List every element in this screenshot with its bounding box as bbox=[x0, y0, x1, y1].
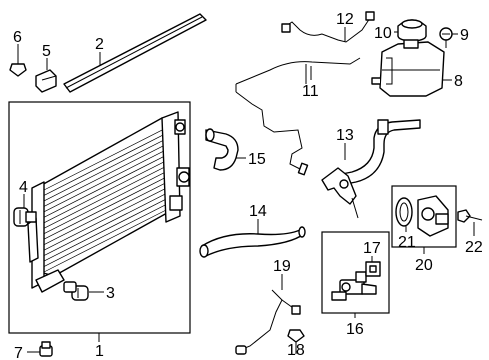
callout-14: 14 bbox=[249, 203, 267, 220]
part-8-reservoir bbox=[371, 39, 445, 97]
callout-19: 19 bbox=[273, 258, 291, 275]
callout-5: 5 bbox=[42, 43, 51, 60]
radiator-fin bbox=[43, 167, 175, 235]
radiator-fin bbox=[43, 140, 175, 207]
part-15-hose bbox=[205, 128, 239, 171]
radiator-fin bbox=[43, 151, 175, 218]
radiator-fin bbox=[43, 129, 175, 196]
radiator-fin bbox=[43, 161, 175, 229]
radiator-fin bbox=[43, 194, 175, 262]
radiator-fin bbox=[43, 156, 175, 224]
callout-6: 6 bbox=[13, 29, 22, 46]
callout-7: 7 bbox=[14, 345, 23, 360]
callout-10: 10 bbox=[374, 25, 392, 42]
callout-17: 17 bbox=[363, 240, 381, 257]
part-18-bolt bbox=[287, 329, 305, 352]
part-21-gasket bbox=[395, 197, 413, 227]
part-17-clip bbox=[365, 261, 381, 277]
part-13-hose bbox=[321, 119, 421, 219]
callout-1: 1 bbox=[95, 343, 104, 360]
callout-15: 15 bbox=[248, 151, 266, 168]
callout-9: 9 bbox=[460, 27, 469, 44]
part-2-seal-strip bbox=[63, 13, 207, 93]
radiator-fin bbox=[43, 123, 175, 191]
callout-16: 16 bbox=[346, 321, 364, 338]
part-20-housing bbox=[417, 195, 449, 237]
part-14-hose bbox=[199, 226, 306, 258]
callout-4: 4 bbox=[19, 179, 28, 196]
radiator-fin bbox=[43, 200, 175, 267]
part-9-bolt bbox=[439, 27, 453, 48]
callout-22: 22 bbox=[465, 239, 483, 256]
part-10-cap bbox=[397, 19, 427, 42]
part-12-tube bbox=[281, 11, 375, 43]
radiator-fin bbox=[43, 145, 175, 213]
callout-13: 13 bbox=[336, 127, 354, 144]
radiator-fin bbox=[43, 183, 175, 251]
part-22-bolt bbox=[457, 209, 483, 223]
radiator-fin bbox=[43, 205, 175, 273]
radiator bbox=[27, 111, 190, 293]
radiator-fin bbox=[43, 172, 175, 240]
radiator-fin bbox=[43, 134, 175, 202]
callout-11: 11 bbox=[302, 83, 319, 100]
callout-12: 12 bbox=[336, 11, 354, 28]
part-16-valve bbox=[331, 271, 377, 301]
part-5-clip bbox=[35, 69, 57, 93]
part-11-hose-assembly bbox=[235, 57, 361, 176]
part-19-tube bbox=[235, 289, 301, 355]
callout-3: 3 bbox=[106, 285, 115, 302]
callout-21: 21 bbox=[398, 234, 416, 251]
radiator-fin bbox=[43, 178, 175, 245]
part-7-grommet bbox=[39, 341, 53, 357]
callout-2: 2 bbox=[95, 36, 104, 53]
part-3-sensor bbox=[63, 281, 89, 301]
part-4-fitting bbox=[13, 207, 37, 227]
radiator-fin bbox=[43, 189, 175, 256]
callout-8: 8 bbox=[454, 73, 463, 90]
callout-20: 20 bbox=[415, 257, 433, 274]
callout-18: 18 bbox=[287, 342, 305, 359]
part-6-bolt bbox=[9, 52, 27, 77]
